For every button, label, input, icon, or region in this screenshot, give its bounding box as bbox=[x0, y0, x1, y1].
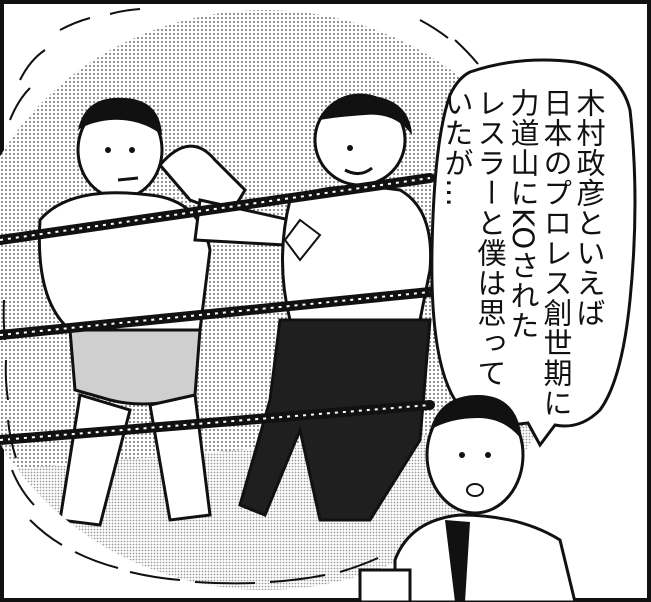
observer-man bbox=[358, 395, 577, 602]
wrestler-rikidozan bbox=[238, 93, 433, 522]
speech-line-5: いたが… bbox=[440, 88, 474, 208]
speech-line-2: 日本のプロレス創世期に bbox=[539, 88, 573, 418]
speech-line-1: 木村政彦といえば bbox=[572, 88, 606, 328]
vignette-hatching bbox=[2, 8, 479, 585]
speech-bubble bbox=[430, 58, 637, 448]
speech-line-4: レスラーと僕は思って bbox=[473, 88, 507, 388]
speech-bubble-text: 木村政彦といえば 日本のプロレス創世期に 力道山にKOされた レスラーと僕は思っ… bbox=[440, 88, 606, 418]
speech-line-3: 力道山にKOされた bbox=[506, 88, 540, 341]
